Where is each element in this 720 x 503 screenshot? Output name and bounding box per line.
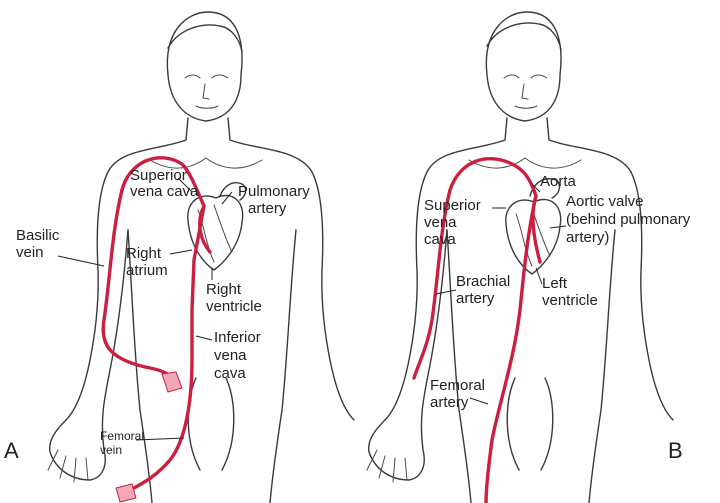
femoral-artery-label-1: Femoral	[430, 377, 485, 394]
aorta-label: Aorta	[540, 173, 577, 190]
pulmonary-artery-label-2: artery	[248, 200, 287, 217]
aortic-valve-label-3: artery)	[566, 229, 609, 246]
figure-a-outline	[47, 11, 355, 503]
panel-a-letter: A	[4, 438, 19, 463]
superior-vena-cava-label-b-1: Superior	[424, 197, 481, 214]
leaders-b	[435, 183, 567, 405]
right-atrium-label-2: atrium	[126, 262, 168, 279]
inferior-vena-cava-label-2: vena	[214, 347, 247, 364]
superior-vena-cava-label-a-2: vena cava	[130, 183, 199, 200]
superior-vena-cava-label-b-3: cava	[424, 231, 456, 248]
femoral-vein-label-1: Femoral	[100, 429, 144, 443]
catheter-a	[101, 156, 212, 503]
inferior-vena-cava-label-3: cava	[214, 365, 246, 382]
figure-b-outline	[366, 11, 674, 503]
left-ventricle-label-1: Left	[542, 275, 568, 292]
brachial-artery-label-1: Brachial	[456, 273, 510, 290]
catheter-path	[101, 156, 212, 382]
femoral-artery-label-2: artery	[430, 394, 469, 411]
catheter-sheath-leg	[115, 483, 137, 503]
panel-b: Aorta Superior vena cava Aortic valve (b…	[366, 11, 691, 503]
leaders-a	[57, 177, 233, 441]
basilic-vein-label-2: vein	[16, 244, 44, 261]
aortic-valve-label-2: (behind pulmonary	[566, 211, 691, 228]
inferior-vena-cava-label-1: Inferior	[214, 329, 261, 346]
right-atrium-label-1: Right	[126, 245, 162, 262]
femoral-vein-label-2: vein	[100, 443, 122, 457]
right-ventricle-label-1: Right	[206, 281, 242, 298]
right-ventricle-label-2: ventricle	[206, 298, 262, 315]
panel-a: Superior vena cava Pulmonary artery Basi…	[4, 11, 355, 503]
superior-vena-cava-label-a-1: Superior	[130, 167, 187, 184]
catheter-b	[412, 156, 542, 503]
basilic-vein-label-1: Basilic	[16, 227, 60, 244]
brachial-artery-label-2: artery	[456, 290, 495, 307]
panel-b-letter: B	[668, 438, 683, 463]
pulmonary-artery-label-1: Pulmonary	[238, 183, 310, 200]
aortic-valve-label-1: Aortic valve	[566, 193, 644, 210]
catheter-path	[128, 204, 206, 492]
catheter-path	[484, 194, 538, 503]
catheter-sheath-arm	[161, 371, 183, 393]
left-ventricle-label-2: ventricle	[542, 292, 598, 309]
superior-vena-cava-label-b-2: vena	[424, 214, 457, 231]
